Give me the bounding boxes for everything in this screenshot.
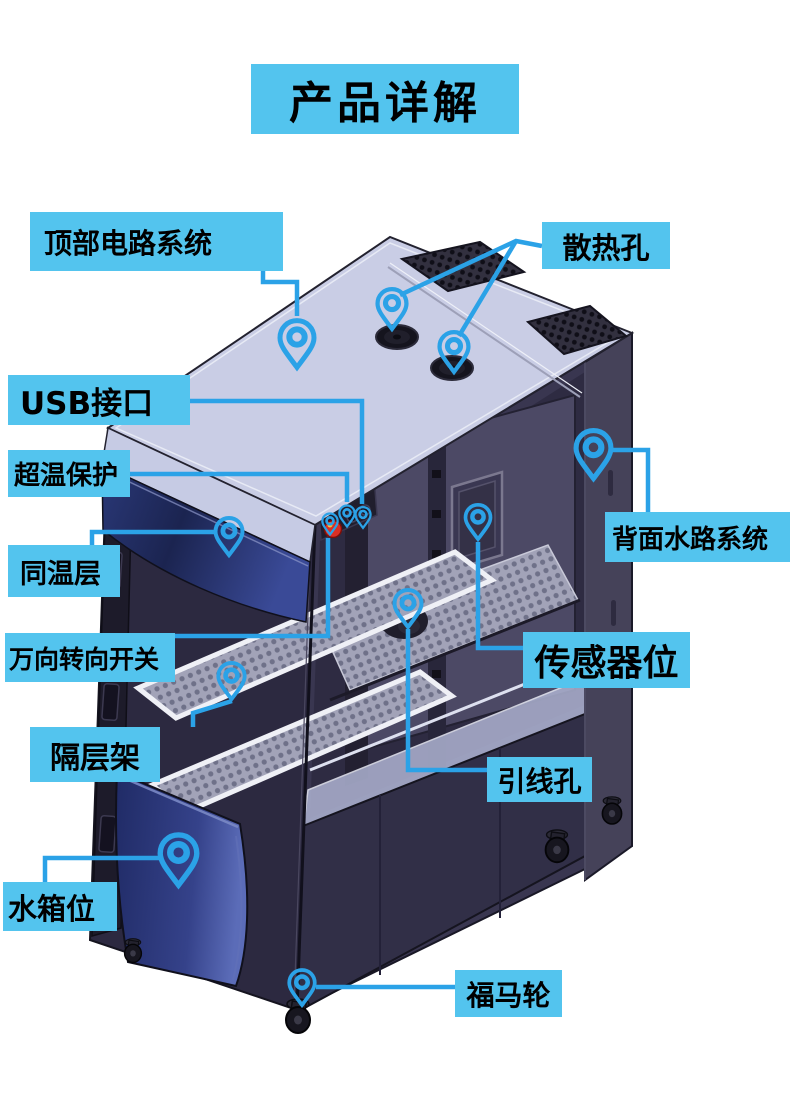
callout-connectors	[42, 238, 651, 990]
door-valance	[101, 463, 311, 623]
callout-water-tank: 水箱位	[3, 882, 117, 931]
cooling-fan-left	[375, 324, 419, 350]
page-title: 产品详解	[251, 64, 519, 134]
callout-shelf-rack: 隔层架	[30, 727, 160, 782]
callout-usb-port: USB接口	[8, 375, 190, 425]
callout-caster-wheel: 福马轮	[455, 970, 562, 1017]
callout-isothermal-layer: 同温层	[8, 545, 120, 597]
callout-lead-hole: 引线孔	[487, 757, 592, 802]
callout-top-circuit-system: 顶部电路系统	[30, 212, 283, 271]
callout-sensor-position: 传感器位	[523, 632, 690, 688]
callout-back-water-system: 背面水路系统	[605, 512, 790, 562]
vent-grille-right	[525, 304, 629, 356]
callout-universal-switch: 万向转向开关	[5, 633, 175, 682]
callout-overtemp-protection: 超温保护	[8, 450, 130, 497]
callout-heat-dissipation-holes: 散热孔	[542, 222, 670, 269]
